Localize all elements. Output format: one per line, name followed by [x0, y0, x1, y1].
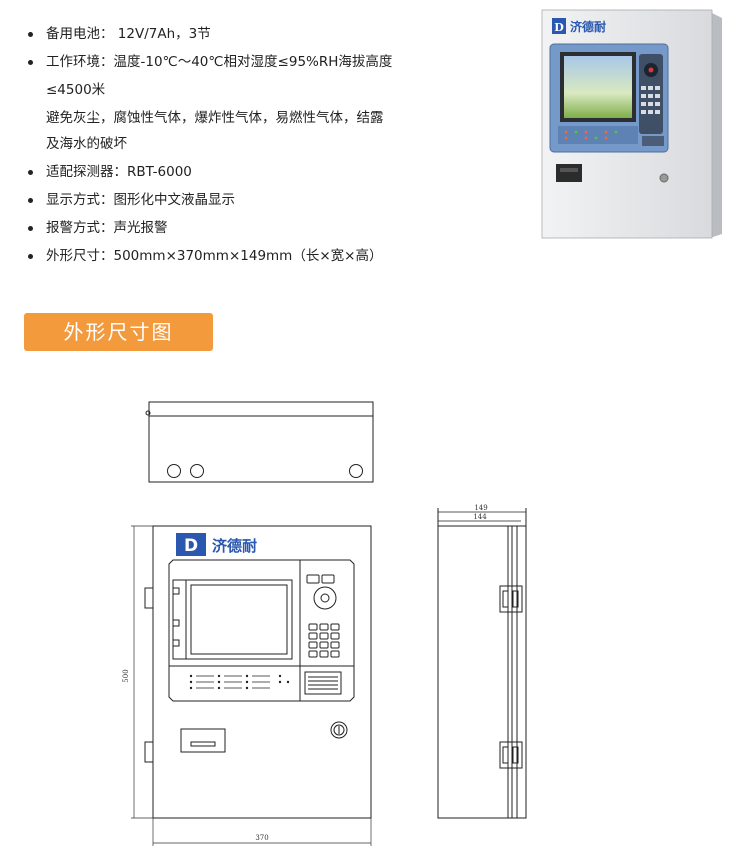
- logo-icon: [176, 533, 206, 556]
- depth-outer-label: 149: [474, 504, 487, 512]
- width-dimension: [152, 818, 372, 846]
- product-photo: D 济德耐: [541, 9, 722, 239]
- photo-brand-name: 济德耐: [570, 19, 606, 34]
- height-dimension: [131, 525, 153, 819]
- dimension-drawing: D 济德耐 500 370 149 144: [122, 401, 527, 846]
- bullet-icon: [28, 254, 33, 259]
- spec-item-alarm: 报警方式：声光报警: [28, 220, 168, 236]
- depth-inner-label: 144: [473, 513, 487, 521]
- width-label: 370: [255, 834, 268, 842]
- front-brand-name: 济德耐: [212, 537, 257, 555]
- front-view: [144, 525, 372, 819]
- spec-item-display: 显示方式：图形化中文液晶显示: [28, 192, 235, 208]
- front-logo-letter: D: [184, 536, 198, 556]
- side-view: [437, 508, 527, 819]
- photo-logo-letter: D: [554, 21, 564, 34]
- spec-item-detector: 适配探测器：RBT-6000: [28, 164, 192, 180]
- bullet-icon: [28, 198, 33, 203]
- spec-item-size: 外形尺寸：500mm×370mm×149mm（长×宽×高）: [28, 248, 382, 264]
- bullet-icon: [28, 170, 33, 175]
- spec-item-environment-cont3: 及海水的破坏: [46, 136, 127, 152]
- section-title-banner: 外形尺寸图: [24, 313, 213, 351]
- bullet-icon: [28, 60, 33, 65]
- bullet-icon: [28, 226, 33, 231]
- spec-item-environment: 工作环境：温度-10℃～40℃相对湿度≤95%RH海拔高度: [28, 54, 392, 70]
- top-view: [145, 401, 374, 483]
- spec-item-environment-cont1: ≤4500米: [46, 82, 106, 98]
- bullet-icon: [28, 32, 33, 37]
- spec-item-environment-cont2: 避免灰尘，腐蚀性气体，爆炸性气体，易燃性气体，结露: [46, 110, 384, 126]
- spec-item-battery: 备用电池： 12V/7Ah，3节: [28, 26, 211, 42]
- front-logo: D 济德耐: [176, 533, 257, 556]
- logo-icon: [552, 18, 566, 34]
- height-label: 500: [122, 669, 130, 682]
